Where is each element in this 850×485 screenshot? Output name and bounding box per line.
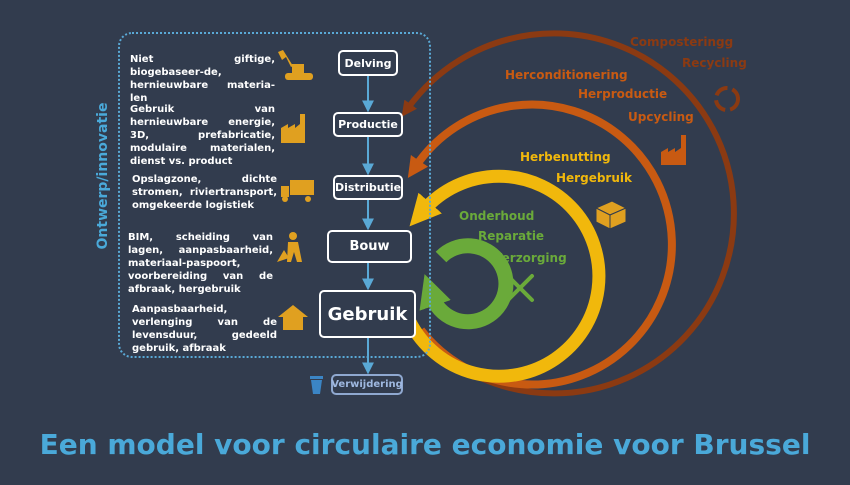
loop-label: Herproductie <box>578 87 668 101</box>
outer-loop-arrow <box>401 30 737 397</box>
loop-label: Onderhoud <box>459 209 535 223</box>
loop-label: Hergebruik <box>556 171 632 185</box>
stage-description: Opslagzone, dichte stromen, riviertransp… <box>132 174 277 211</box>
factory-icon-upcycling <box>661 135 686 165</box>
loop-label: Verzorging <box>493 251 567 265</box>
page-title: Een model voor circulaire economie voor … <box>39 428 811 461</box>
trash-icon <box>310 376 323 394</box>
second-loop-arrow <box>407 100 676 389</box>
factory-icon <box>281 114 305 143</box>
loop-label: Reparatie <box>478 229 545 243</box>
stage-description: Gebruik van hernieuwbare energie, 3D, pr… <box>130 104 275 167</box>
excavator-icon <box>278 50 313 80</box>
side-label: Ontwerp/innovatie <box>95 102 111 250</box>
loop-label: Composteringg <box>630 35 734 49</box>
stage-gebruik: Gebruik <box>319 290 416 338</box>
stage-distributie: Distributie <box>333 175 403 200</box>
house-icon <box>278 305 308 330</box>
design-panel <box>118 32 431 358</box>
truck-icon <box>281 180 314 202</box>
inner-loop-arrow <box>419 238 514 330</box>
loop-label: Herconditionering <box>505 68 628 82</box>
stage-delving: Delving <box>338 50 398 76</box>
loop-label: Herbenutting <box>520 150 611 164</box>
tools-icon <box>506 274 534 302</box>
stage-productie: Productie <box>333 112 403 137</box>
stage-verwijdering: Verwijdering <box>331 374 403 395</box>
loop-label: Recycling <box>682 56 747 70</box>
stage-description: BIM, scheiding van lagen, aanpasbaarheid… <box>128 232 273 295</box>
stage-description: Niet giftige, biogebaseer-de, hernieuwba… <box>130 54 275 104</box>
worker-icon <box>277 232 302 262</box>
boxes-icon <box>594 200 628 230</box>
stage-description: Aanpasbaarheid, verlenging van de levens… <box>132 304 277 354</box>
third-loop-arrow <box>404 169 606 383</box>
stage-bouw: Bouw <box>327 230 412 263</box>
loop-label: Upcycling <box>628 110 694 124</box>
recycle-icon <box>714 86 740 112</box>
